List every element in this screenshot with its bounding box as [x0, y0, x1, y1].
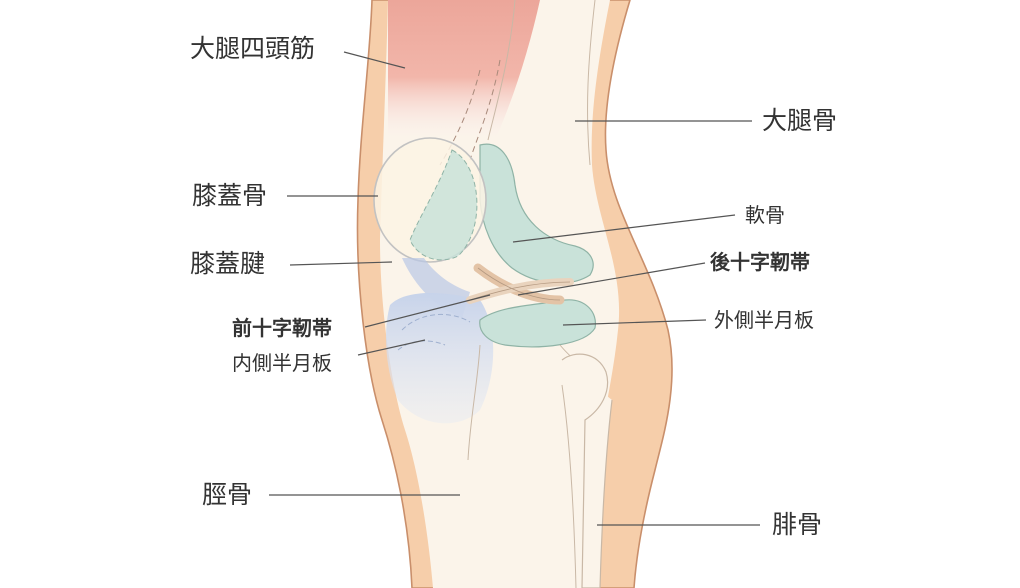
quadriceps-muscle: [388, 0, 540, 140]
label-medial-meniscus: 内側半月板: [232, 351, 332, 375]
label-patellar-tendon: 膝蓋腱: [190, 249, 266, 278]
lateral-meniscus: [479, 299, 596, 348]
leader-acl: [364, 294, 491, 328]
leader-quadriceps: [343, 51, 406, 69]
leader-lines: [269, 51, 760, 526]
label-fibula: 腓骨: [772, 510, 823, 539]
fibula-shaft-inner: [561, 384, 577, 588]
label-femur: 大腿骨: [762, 106, 838, 135]
label-patella: 膝蓋骨: [192, 181, 268, 210]
patella-cartilage: [409, 149, 478, 261]
leader-pcl: [517, 262, 706, 296]
meniscus-dashed: [397, 313, 471, 351]
medial-meniscus: [386, 293, 494, 424]
label-tibia: 脛骨: [202, 480, 253, 509]
label-quadriceps: 大腿四頭筋: [190, 34, 316, 63]
leader-cartilage: [512, 214, 736, 243]
leader-medial-meniscus: [357, 339, 426, 356]
cartilage: [479, 143, 594, 284]
leader-lateral-meniscus: [562, 319, 707, 326]
leader-patellar-tendon: [289, 261, 393, 266]
label-pcl: 後十字靭帯: [710, 250, 810, 274]
fibula-head: [561, 353, 613, 588]
label-cartilage: 軟骨: [745, 203, 785, 227]
femur-outline: [487, 0, 596, 166]
label-lateral-meniscus: 外側半月板: [714, 308, 814, 332]
label-acl: 前十字靭帯: [232, 316, 332, 340]
